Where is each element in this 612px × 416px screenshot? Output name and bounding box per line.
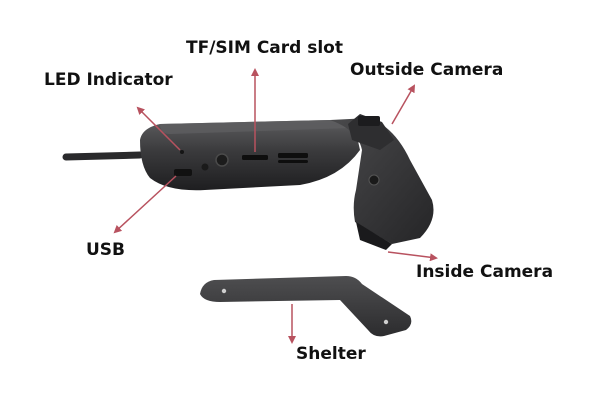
pointer-arrows xyxy=(113,68,438,344)
arm-screw xyxy=(368,174,380,186)
label-card-slot: TF/SIM Card slot xyxy=(186,38,343,58)
power-cable xyxy=(62,151,144,161)
arrow-inside-camera xyxy=(387,251,438,262)
arrow-usb xyxy=(113,175,177,234)
led-indicator-dot xyxy=(180,150,184,154)
outside-camera-lens-rim xyxy=(358,116,380,126)
shelter-hole-left xyxy=(221,288,227,294)
shelter-hole-right xyxy=(383,319,389,325)
card-slot-1 xyxy=(242,155,268,160)
arrow-outside-camera xyxy=(391,84,416,125)
label-outside-camera: Outside Camera xyxy=(350,60,504,80)
camera-arm xyxy=(330,118,434,244)
arrow-led xyxy=(136,106,181,151)
mic-hole xyxy=(215,153,229,167)
usb-port xyxy=(174,169,192,176)
label-inside-camera: Inside Camera xyxy=(416,262,554,282)
label-shelter: Shelter xyxy=(296,344,366,364)
shelter-plate xyxy=(200,276,412,337)
button-small xyxy=(201,163,209,171)
card-slot-2 xyxy=(278,153,308,158)
label-led-indicator: LED Indicator xyxy=(44,70,173,90)
label-usb: USB xyxy=(86,240,126,260)
card-slot-2b xyxy=(278,160,308,163)
body-top-edge xyxy=(160,120,352,134)
inside-camera-housing xyxy=(356,222,392,250)
